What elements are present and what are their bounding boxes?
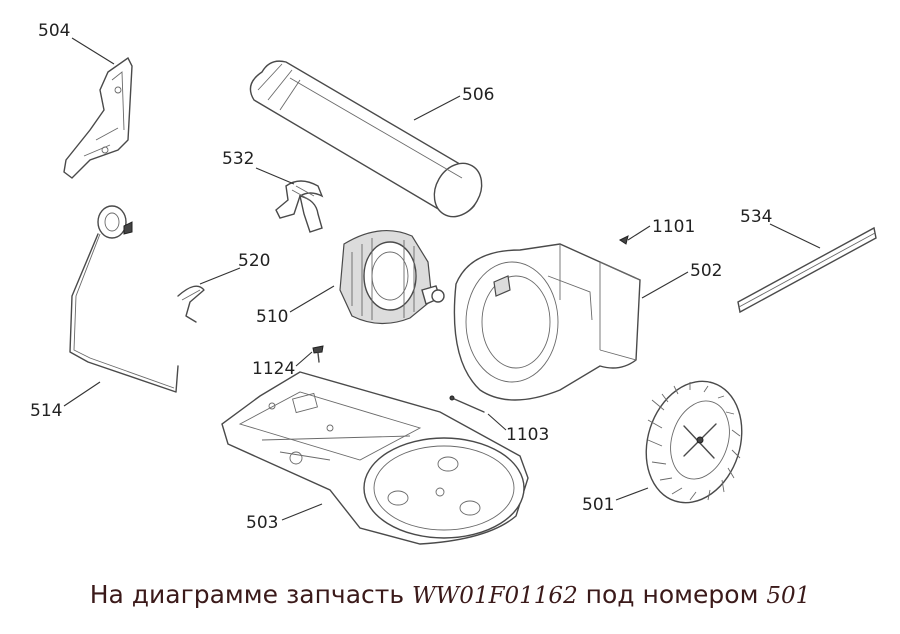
part-1103-pin — [449, 395, 485, 413]
label-534: 534 — [740, 207, 772, 227]
label-532: 532 — [222, 149, 254, 169]
leader-506 — [413, 95, 461, 121]
leader-1101 — [627, 225, 651, 241]
part-510-motor — [339, 230, 445, 325]
label-503: 503 — [246, 513, 278, 533]
label-514: 514 — [30, 401, 62, 421]
label-510: 510 — [256, 307, 288, 327]
part-502-blower-housing — [453, 243, 641, 401]
label-520: 520 — [238, 251, 270, 271]
part-532-clamp — [275, 180, 324, 233]
label-506: 506 — [462, 85, 494, 105]
caption-part-code: WW01F01162 — [412, 583, 578, 609]
label-1101: 1101 — [652, 217, 695, 237]
label-501: 501 — [582, 495, 614, 515]
part-501-blower-wheel — [645, 380, 743, 504]
part-504-bracket — [63, 56, 133, 179]
part-506-duct-tube — [249, 60, 483, 218]
part-1101-clip — [619, 235, 629, 245]
label-504: 504 — [38, 21, 70, 41]
label-1103: 1103 — [506, 425, 549, 445]
leader-510 — [289, 285, 335, 313]
caption: На диаграмме запчасть WW01F01162 под ном… — [0, 580, 900, 609]
leader-502 — [641, 271, 689, 299]
part-503-base-plate — [221, 371, 529, 545]
caption-part-number: 501 — [766, 583, 811, 609]
caption-middle: под номером — [585, 580, 759, 609]
leader-534 — [769, 223, 821, 249]
leader-520 — [199, 267, 241, 285]
leader-1103 — [487, 413, 507, 431]
part-534-strip — [737, 226, 877, 314]
caption-prefix: На диаграмме запчасть — [89, 580, 405, 609]
part-520-wire — [177, 285, 205, 323]
leader-532 — [255, 167, 295, 185]
leader-504 — [71, 37, 115, 65]
part-514-idler-rod — [69, 205, 179, 393]
label-1124: 1124 — [252, 359, 295, 379]
leader-1124 — [295, 351, 313, 367]
parts-exploded-diagram: 504 506 532 1101 534 520 502 510 1124 51… — [30, 21, 877, 545]
leader-503 — [281, 503, 323, 521]
part-1124-screw — [312, 345, 324, 363]
label-502: 502 — [690, 261, 722, 281]
leader-501 — [615, 487, 649, 501]
leader-514 — [63, 381, 101, 407]
